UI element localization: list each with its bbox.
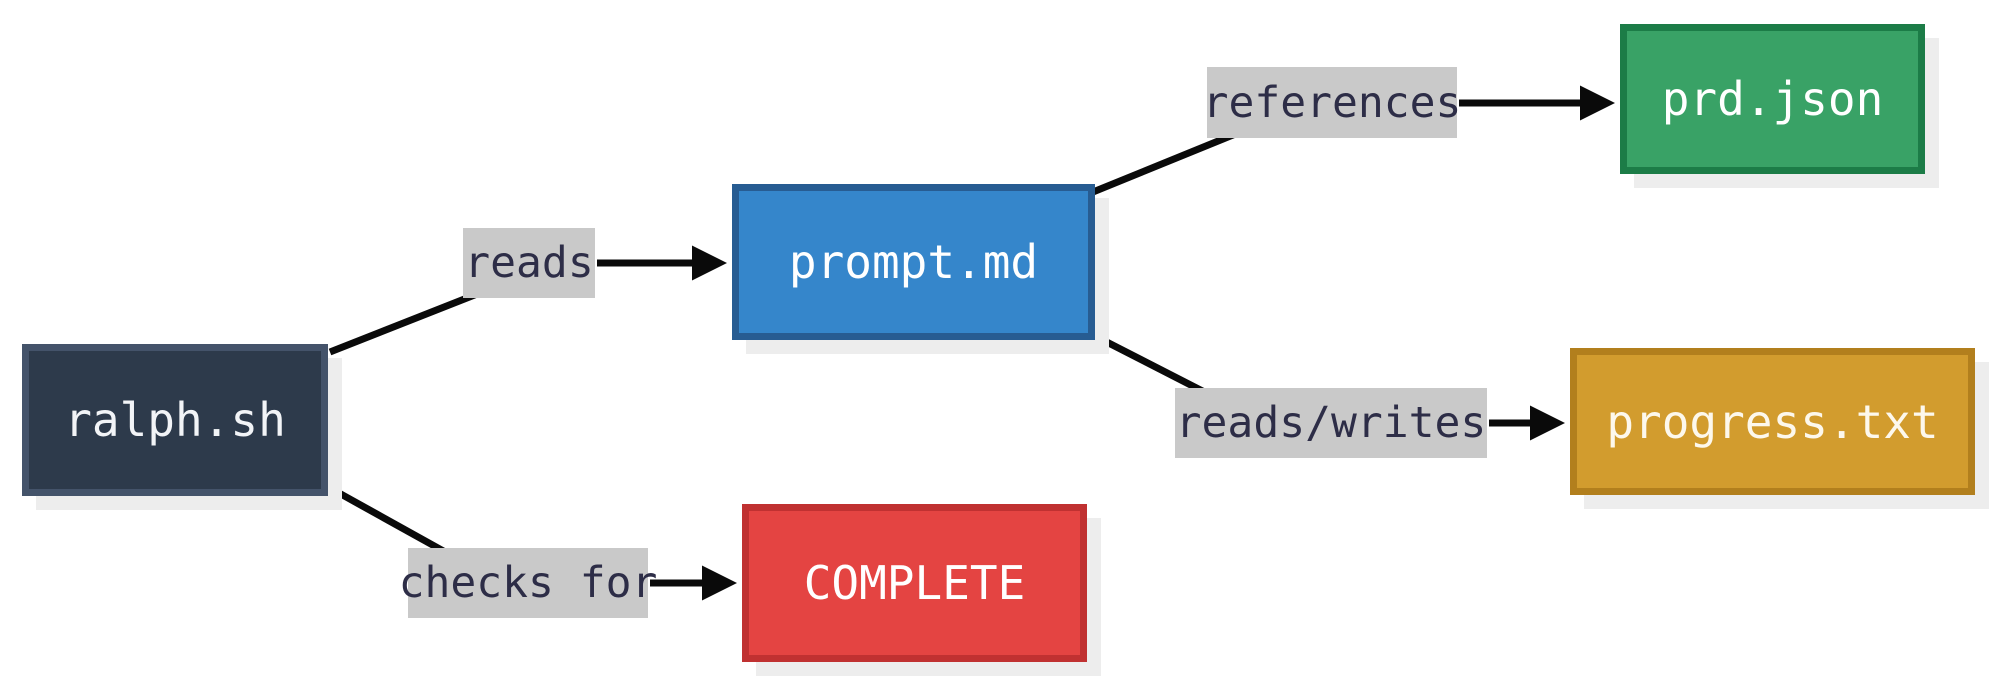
node-ralph-sh: ralph.sh bbox=[22, 344, 328, 496]
node-progress-txt-label: progress.txt bbox=[1606, 394, 1939, 449]
node-ralph-sh-label: ralph.sh bbox=[64, 393, 286, 447]
node-progress-txt: progress.txt bbox=[1570, 348, 1975, 495]
node-complete: COMPLETE bbox=[742, 504, 1087, 662]
edge-label-reads: reads bbox=[463, 228, 595, 298]
node-prd-json-label: prd.json bbox=[1661, 72, 1884, 126]
edge-label-references-text: references bbox=[1202, 77, 1462, 128]
edge-label-reads-text: reads bbox=[464, 238, 594, 288]
edge-label-checks-for-text: checks for bbox=[398, 558, 658, 608]
node-prompt-md-label: prompt.md bbox=[788, 235, 1039, 289]
edge-label-reads-writes: reads/writes bbox=[1175, 388, 1487, 458]
node-prd-json: prd.json bbox=[1620, 24, 1925, 174]
edge-label-references: references bbox=[1203, 67, 1461, 138]
node-complete-label: COMPLETE bbox=[803, 556, 1026, 610]
node-prompt-md: prompt.md bbox=[732, 184, 1095, 340]
edge-label-reads-writes-text: reads/writes bbox=[1175, 398, 1487, 448]
edge-label-checks-for: checks for bbox=[399, 548, 657, 618]
